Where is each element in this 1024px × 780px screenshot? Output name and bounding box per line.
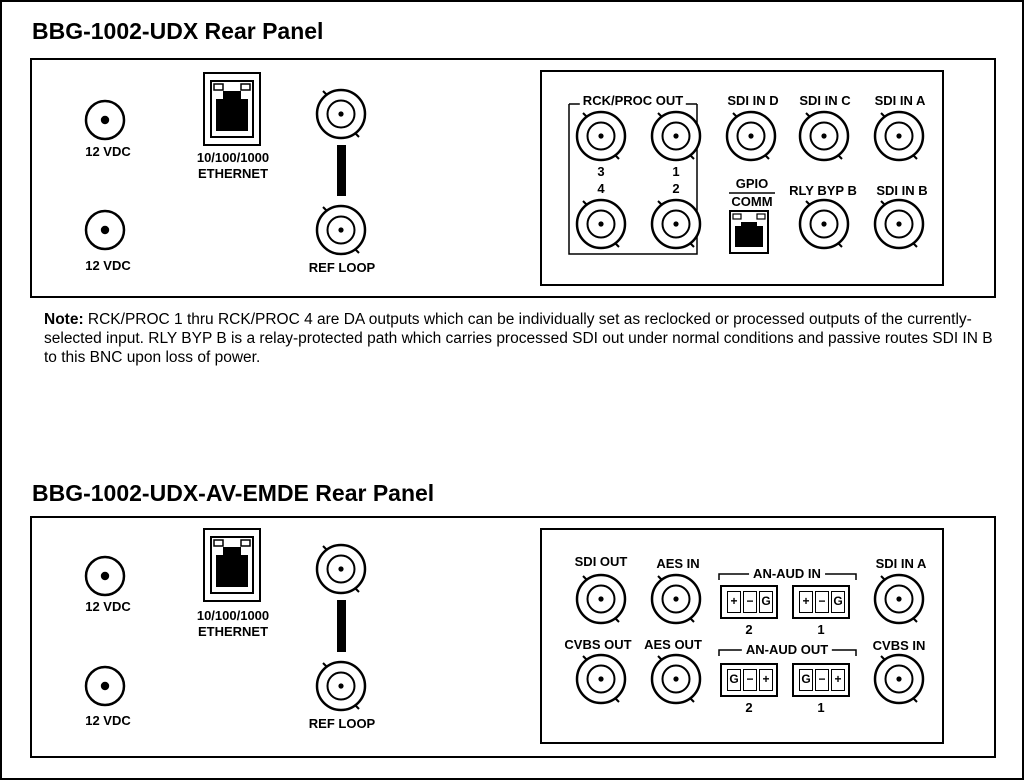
panel1-io-module	[540, 70, 944, 286]
vdc-label-bottom: 12 VDC	[85, 258, 131, 273]
aes-in-bnc	[650, 573, 702, 625]
rck-proc-2-bnc	[650, 198, 702, 250]
sdi-in-b-bnc	[873, 198, 925, 250]
rck-proc-bracket	[568, 104, 698, 255]
sdi-in-a-bnc	[873, 110, 925, 162]
dc-power-jack-bottom	[84, 209, 126, 251]
an-aud-out-1-number: 1	[817, 700, 825, 715]
ref-loop-bnc-top-2	[315, 543, 367, 595]
cvbs-in-label: CVBS IN	[872, 638, 926, 653]
rly-byp-b-label: RLY BYP B	[789, 183, 857, 198]
ethernet-label-line1: 10/100/1000	[196, 150, 270, 165]
cvbs-out-label: CVBS OUT	[564, 637, 632, 652]
vdc-label-bottom-2: 12 VDC	[85, 713, 131, 728]
rck-proc-4-bnc	[575, 198, 627, 250]
sdi-in-a-bnc-2	[873, 573, 925, 625]
sdi-in-b-label: SDI IN B	[876, 183, 928, 198]
gpio-label: GPIO	[735, 176, 769, 191]
an-aud-in-2-number: 2	[745, 622, 753, 637]
note-body: RCK/PROC 1 thru RCK/PROC 4 are DA output…	[44, 311, 993, 366]
pin-ground: G	[759, 591, 773, 613]
ref-loop-label: REF LOOP	[308, 260, 376, 275]
note-text: Note: RCK/PROC 1 thru RCK/PROC 4 are DA …	[44, 310, 994, 367]
pin-ground: G	[799, 669, 813, 691]
pin-plus: +	[727, 591, 741, 613]
cvbs-in-bnc	[873, 653, 925, 705]
an-aud-out-label: AN-AUD OUT	[741, 642, 833, 658]
rck-4-label: 4	[597, 181, 605, 196]
an-aud-in-2-terminal: + − G	[720, 585, 778, 619]
rck-proc-1-bnc	[650, 110, 702, 162]
an-aud-in-1-number: 1	[817, 622, 825, 637]
comm-label: COMM	[731, 194, 773, 209]
pin-ground: G	[831, 591, 845, 613]
panel2-title: BBG-1002-UDX-AV-EMDE Rear Panel	[32, 480, 435, 506]
sdi-in-d-label: SDI IN D	[727, 93, 779, 108]
pin-plus: +	[799, 591, 813, 613]
ethernet-label-line2-2: ETHERNET	[197, 624, 269, 639]
dc-power-jack-top-2	[84, 555, 126, 597]
sdi-in-c-bnc	[798, 110, 850, 162]
rck-3-label: 3	[597, 164, 605, 179]
panel1-title: BBG-1002-UDX Rear Panel	[32, 18, 324, 44]
aes-out-label: AES OUT	[644, 637, 702, 652]
ref-loop-link	[337, 145, 346, 196]
note-prefix: Note:	[44, 311, 84, 328]
sdi-in-d-bnc	[725, 110, 777, 162]
an-aud-in-1-terminal: + − G	[792, 585, 850, 619]
rck-proc-out-label: RCK/PROC OUT	[579, 93, 687, 109]
sdi-in-c-label: SDI IN C	[799, 93, 851, 108]
ref-loop-link-2	[337, 600, 346, 652]
pin-plus: +	[831, 669, 845, 691]
pin-ground: G	[727, 669, 741, 691]
ref-loop-bnc-bottom-2	[315, 660, 367, 712]
vdc-label-top-2: 12 VDC	[85, 599, 131, 614]
sdi-in-a-label: SDI IN A	[874, 93, 926, 108]
aes-out-bnc	[650, 653, 702, 705]
dc-power-jack-top	[84, 99, 126, 141]
an-aud-out-1-terminal: G − +	[792, 663, 850, 697]
gpio-comm-port	[729, 210, 769, 254]
dc-power-jack-bottom-2	[84, 665, 126, 707]
an-aud-in-label: AN-AUD IN	[749, 566, 825, 582]
pin-minus: −	[815, 591, 829, 613]
an-aud-out-2-terminal: G − +	[720, 663, 778, 697]
rck-proc-3-bnc	[575, 110, 627, 162]
ethernet-label-line1-2: 10/100/1000	[196, 608, 270, 623]
cvbs-out-bnc	[575, 653, 627, 705]
ethernet-label-line2: ETHERNET	[197, 166, 269, 181]
rck-2-label: 2	[672, 181, 680, 196]
pin-minus: −	[815, 669, 829, 691]
an-aud-out-2-number: 2	[745, 700, 753, 715]
ethernet-port-2	[203, 528, 261, 602]
rly-byp-b-bnc	[798, 198, 850, 250]
vdc-label-top: 12 VDC	[85, 144, 131, 159]
sdi-out-label: SDI OUT	[574, 554, 628, 569]
panel1-rear-panel	[30, 58, 996, 298]
sdi-in-a-label-2: SDI IN A	[875, 556, 927, 571]
panel2-io-module	[540, 528, 944, 744]
ref-loop-label-2: REF LOOP	[308, 716, 376, 731]
sdi-out-bnc	[575, 573, 627, 625]
rck-1-label: 1	[672, 164, 680, 179]
ref-loop-bnc-top	[315, 88, 367, 140]
panel2-rear-panel	[30, 516, 996, 758]
ethernet-port	[203, 72, 261, 146]
pin-minus: −	[743, 669, 757, 691]
pin-minus: −	[743, 591, 757, 613]
pin-plus: +	[759, 669, 773, 691]
aes-in-label: AES IN	[656, 556, 700, 571]
ref-loop-bnc-bottom	[315, 204, 367, 256]
